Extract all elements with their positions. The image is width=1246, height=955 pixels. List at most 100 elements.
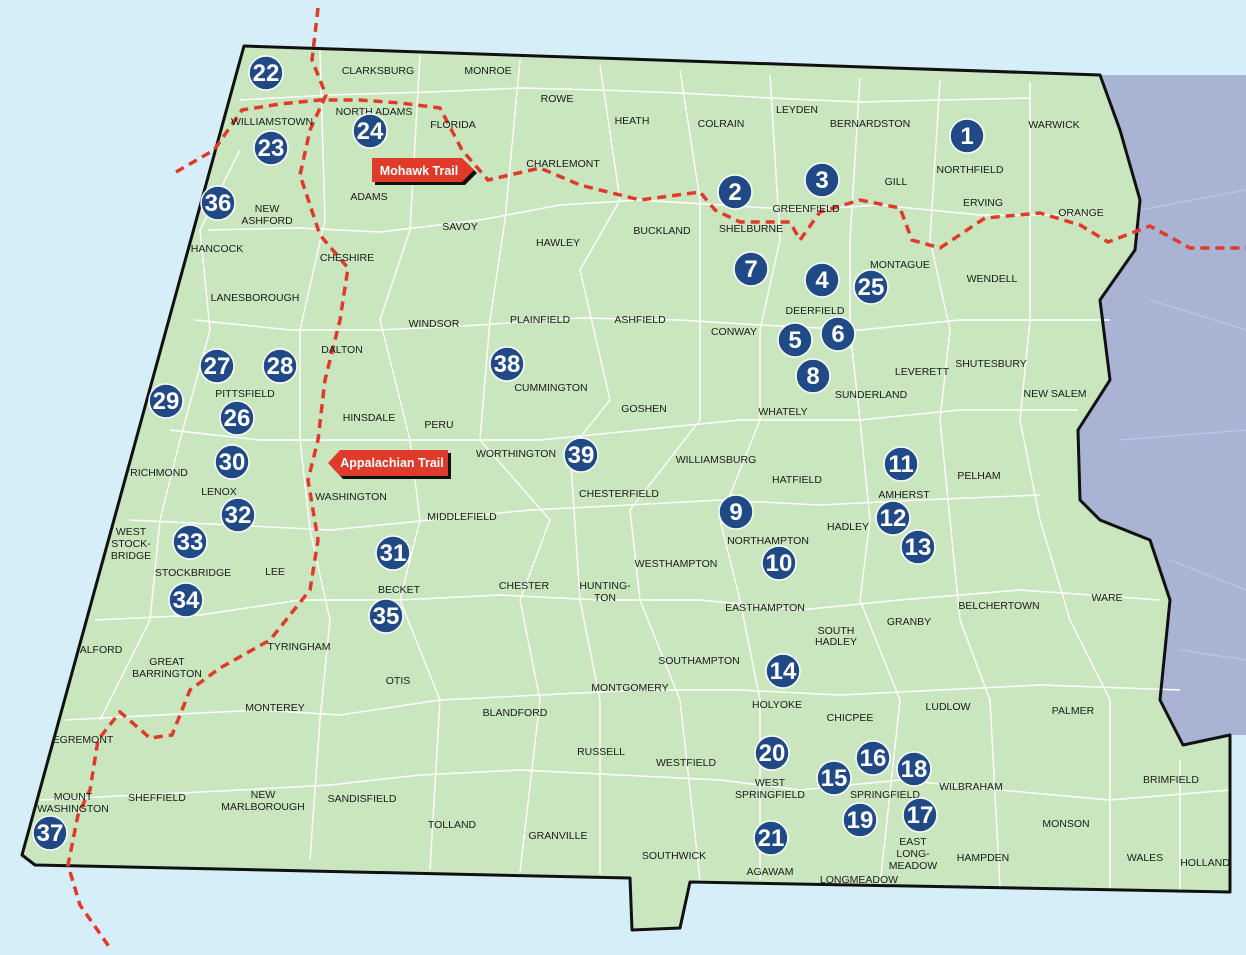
town-label-sheffield: SHEFFIELD [128,792,186,804]
town-label-erving: ERVING [963,197,1003,209]
town-label-goshen: GOSHEN [621,403,667,415]
town-label-monroe: MONROE [464,65,511,77]
town-label-savoy: SAVOY [442,221,477,233]
marker-circle [853,269,889,305]
marker-circle [253,130,289,166]
location-marker-17[interactable]: 17 [902,797,938,833]
town-label-worthington: WORTHINGTON [476,448,556,460]
town-label-gill: GILL [885,176,908,188]
town-label-warwick: WARWICK [1028,119,1079,131]
marker-number: 21 [758,825,785,852]
location-marker-25[interactable]: 25 [853,269,889,305]
town-label-bernardston: BERNARDSTON [830,118,910,130]
town-label-shutesbury: SHUTESBURY [955,358,1027,370]
marker-circle [262,348,298,384]
town-label-egremont: EGREMONT [53,734,114,746]
town-label-belchertown: BELCHERTOWN [958,600,1039,612]
marker-circle [199,348,235,384]
town-label-sandisfield: SANDISFIELD [328,793,397,805]
town-label-otis: OTIS [386,675,411,687]
marker-number: 35 [373,603,400,630]
location-marker-12[interactable]: 12 [875,500,911,536]
marker-circle [754,735,790,771]
location-marker-10[interactable]: 10 [761,545,797,581]
marker-circle [375,535,411,571]
marker-number: 8 [806,363,819,390]
location-marker-24[interactable]: 24 [352,113,388,149]
town-label-hinsdale: HINSDALE [343,412,396,424]
location-marker-20[interactable]: 20 [754,735,790,771]
location-marker-36[interactable]: 36 [200,185,236,221]
town-label-stock: STOCK- [111,538,151,550]
mohawk-trail-route [175,98,1246,250]
town-label-buckland: BUCKLAND [633,225,691,237]
town-label-chester: CHESTER [499,580,550,592]
town-label-springfield-w: SPRINGFIELD [735,789,805,801]
location-marker-38[interactable]: 38 [489,346,525,382]
marker-number: 15 [821,765,848,792]
location-marker-21[interactable]: 21 [753,820,789,856]
town-label-deerfield: DEERFIELD [786,305,845,317]
marker-circle [875,500,911,536]
town-label-monson: MONSON [1042,818,1089,830]
marker-circle [753,820,789,856]
location-marker-31[interactable]: 31 [375,535,411,571]
town-label-ashford: ASHFORD [241,215,293,227]
location-marker-1[interactable]: 1 [949,118,985,154]
marker-number: 4 [815,267,829,294]
location-marker-27[interactable]: 27 [199,348,235,384]
location-marker-22[interactable]: 22 [248,55,284,91]
town-label-cummington: CUMMINGTON [514,382,587,394]
marker-number: 24 [357,118,384,145]
town-label-ludlow: LUDLOW [926,701,971,713]
town-label-montague: MONTAGUE [870,259,930,271]
town-label-plainfield: PLAINFIELD [510,314,571,326]
marker-circle [368,598,404,634]
town-label-tolland: TOLLAND [428,819,477,831]
location-marker-16[interactable]: 16 [855,740,891,776]
town-label-leyden: LEYDEN [776,104,818,116]
location-marker-15[interactable]: 15 [816,760,852,796]
town-label-brimfield: BRIMFIELD [1143,774,1199,786]
town-label-hadley-s: HADLEY [815,636,857,648]
location-marker-26[interactable]: 26 [219,400,255,436]
mohawk-trail-tag: Mohawk Trail [372,158,477,185]
location-marker-28[interactable]: 28 [262,348,298,384]
location-marker-8[interactable]: 8 [795,358,831,394]
appalachian-trail-tag: Appalachian Trail [328,450,451,479]
location-marker-19[interactable]: 19 [842,802,878,838]
town-label-barrington: BARRINGTON [132,668,202,680]
location-marker-14[interactable]: 14 [765,653,801,689]
location-marker-32[interactable]: 32 [220,497,256,533]
location-marker-37[interactable]: 37 [32,815,68,851]
location-marker-39[interactable]: 39 [563,437,599,473]
location-marker-6[interactable]: 6 [820,316,856,352]
location-marker-7[interactable]: 7 [733,251,769,287]
location-marker-3[interactable]: 3 [804,162,840,198]
location-marker-23[interactable]: 23 [253,130,289,166]
location-marker-2[interactable]: 2 [717,174,753,210]
town-label-monterey: MONTEREY [245,702,305,714]
marker-number: 28 [267,353,294,380]
marker-circle [900,529,936,565]
marker-circle [352,113,388,149]
location-marker-4[interactable]: 4 [804,262,840,298]
marker-number: 27 [204,353,231,380]
location-marker-13[interactable]: 13 [900,529,936,565]
location-marker-5[interactable]: 5 [777,322,813,358]
town-label-southampton: SOUTHAMPTON [658,655,739,667]
town-label-blandford: BLANDFORD [483,707,548,719]
location-marker-30[interactable]: 30 [214,444,250,480]
location-marker-18[interactable]: 18 [896,751,932,787]
location-marker-35[interactable]: 35 [368,598,404,634]
location-marker-11[interactable]: 11 [883,446,919,482]
location-marker-33[interactable]: 33 [172,524,208,560]
location-marker-29[interactable]: 29 [148,383,184,419]
marker-number: 30 [219,449,246,476]
marker-circle [761,545,797,581]
marker-number: 7 [744,256,757,283]
marker-number: 19 [847,807,874,834]
location-marker-34[interactable]: 34 [168,582,204,618]
location-marker-9[interactable]: 9 [718,494,754,530]
